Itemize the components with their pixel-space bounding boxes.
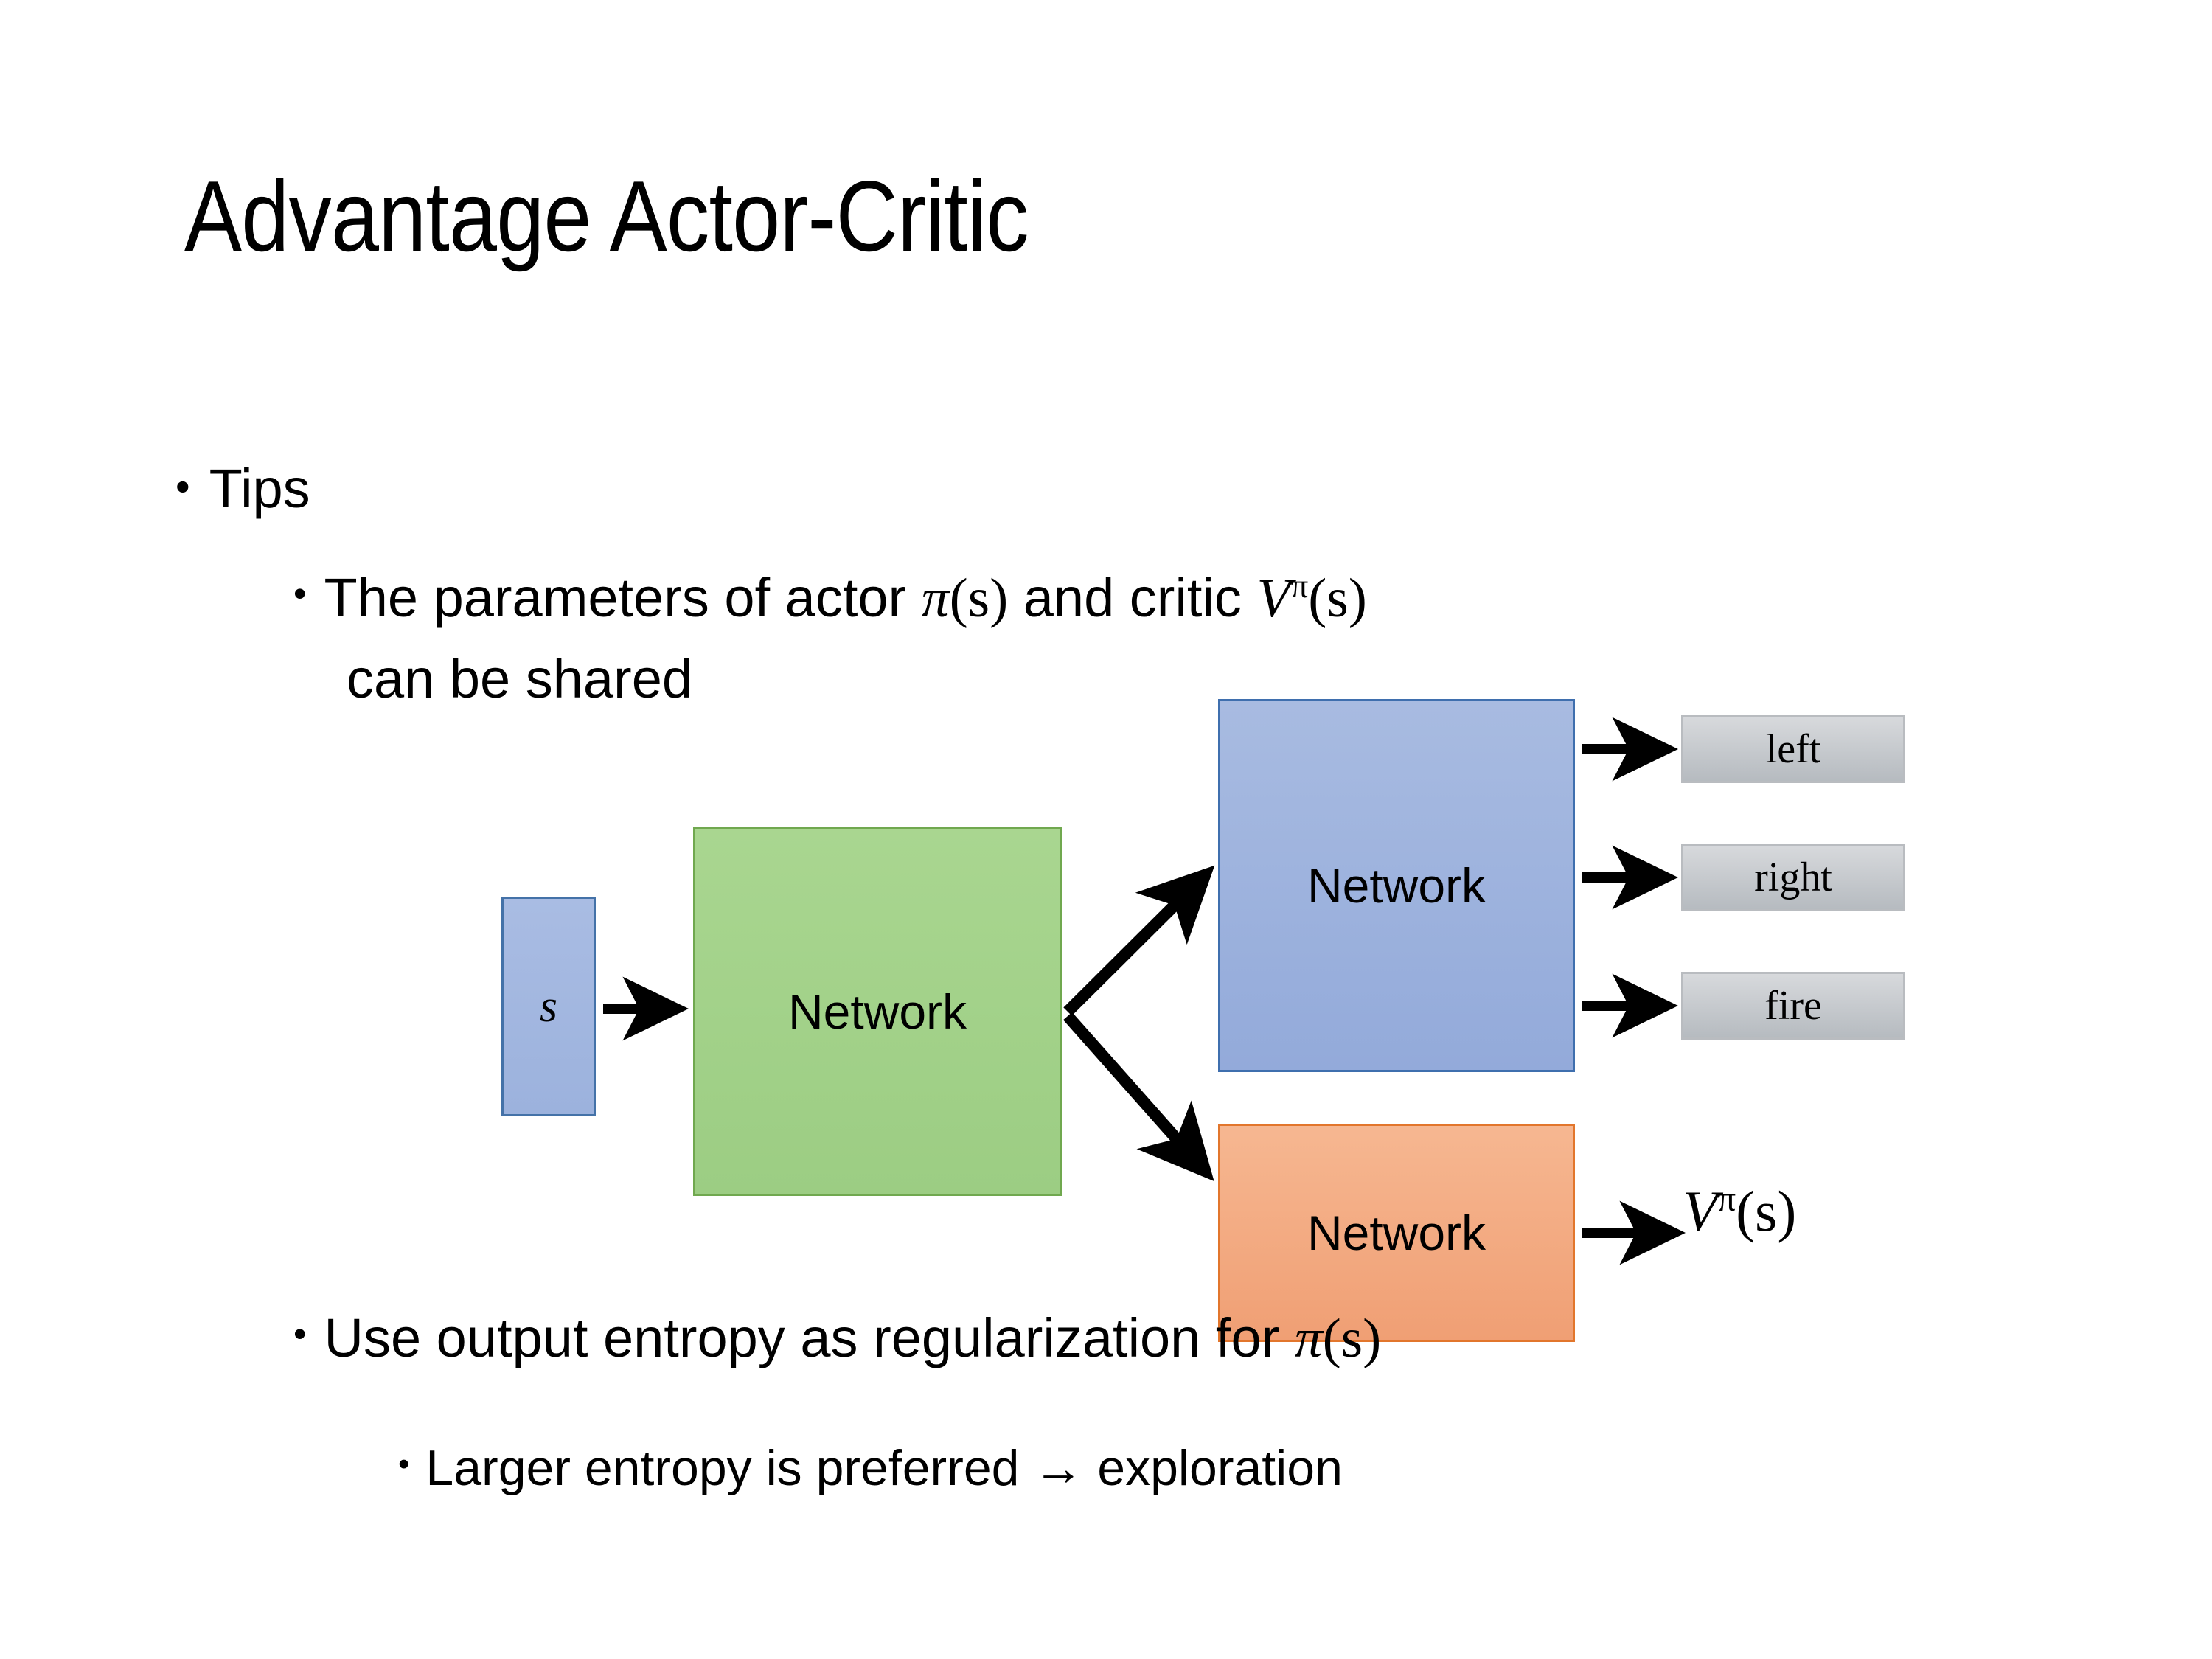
policy-symbol: π(s) [1294,1308,1382,1369]
actor-policy-symbol: π(s) [921,568,1009,630]
input-state-label: s [539,981,558,1032]
bullet-shared-parameters-line1: The parameters of actor π(s) and critic … [324,566,1367,630]
bullet-entropy-text: Use output entropy as regularization for… [324,1307,1382,1371]
diagram-output-action-fire: fire [1681,972,1905,1040]
action-right-label: right [1754,855,1832,900]
bullet-marker-icon: • [293,573,307,614]
shared-params-middle: and critic [1008,567,1257,629]
bullet-marker-icon: • [398,1446,410,1482]
diagram-output-action-right: right [1681,844,1905,911]
diagram-output-action-left: left [1681,715,1905,783]
bullet-marker-icon: • [293,1313,307,1354]
critic-value-symbol: Vπ(s) [1256,567,1367,630]
bullet-entropy-regularization: • Use output entropy as regularization f… [293,1307,1381,1371]
entropy-prefix: Use output entropy as regularization for [324,1307,1295,1368]
bullet-shared-parameters: • The parameters of actor π(s) and criti… [293,566,1367,630]
bullet-marker-icon: • [175,463,190,509]
bullet-larger-entropy-label: Larger entropy is preferred → exploratio… [425,1440,1343,1496]
bullet-tips-label: Tips [209,458,310,519]
action-left-label: left [1765,726,1821,772]
value-superscript: π [1717,1180,1736,1219]
diagram-node-actor-network: Network [1218,699,1575,1072]
value-symbol: V [1683,1179,1718,1243]
actor-network-label: Network [1307,858,1486,913]
arrow-shared-to-critic [1063,1012,1214,1181]
arrow-shared-to-actor [1063,865,1215,1016]
diagram-node-input-state: s [501,897,596,1116]
critic-network-label: Network [1307,1206,1486,1260]
shared-params-prefix: The parameters of actor [324,567,922,629]
page-title: Advantage Actor-Critic [184,160,1029,272]
shared-network-label: Network [787,984,967,1039]
bullet-shared-parameters-line2: can be shared [347,648,693,709]
diagram-node-shared-network: Network [693,827,1062,1196]
bullet-larger-entropy: • Larger entropy is preferred → explorat… [398,1439,1343,1497]
value-args: (s) [1736,1179,1797,1243]
bullet-tips: • Tips [175,457,310,520]
action-fire-label: fire [1764,983,1822,1029]
diagram-output-state-value: Vπ(s) [1683,1178,1796,1245]
